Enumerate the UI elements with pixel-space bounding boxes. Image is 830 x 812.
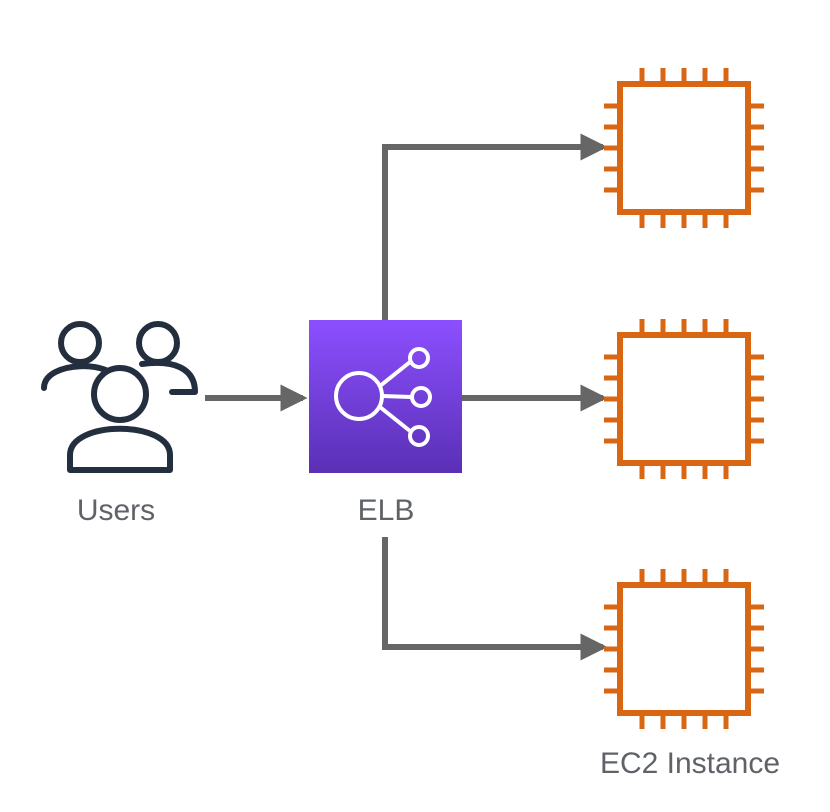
users-icon bbox=[41, 321, 198, 473]
chip-body bbox=[617, 582, 751, 716]
chip-body bbox=[617, 332, 751, 466]
connectors bbox=[205, 133, 608, 661]
chip-body bbox=[617, 81, 751, 215]
ec2-instance-icon-middle bbox=[604, 319, 764, 479]
ec2-instance-icon-bottom bbox=[604, 569, 764, 729]
arrow-elb-to-ec2-bottom bbox=[382, 537, 608, 661]
ec2-instance-icon-top bbox=[604, 68, 764, 228]
users-label: Users bbox=[77, 494, 155, 527]
elastic-load-balancer-icon bbox=[309, 320, 462, 473]
elb-label: ELB bbox=[358, 494, 415, 527]
ec2-instance-label: EC2 Instance bbox=[600, 747, 780, 780]
arrow-elb-to-ec2-top bbox=[382, 133, 608, 320]
